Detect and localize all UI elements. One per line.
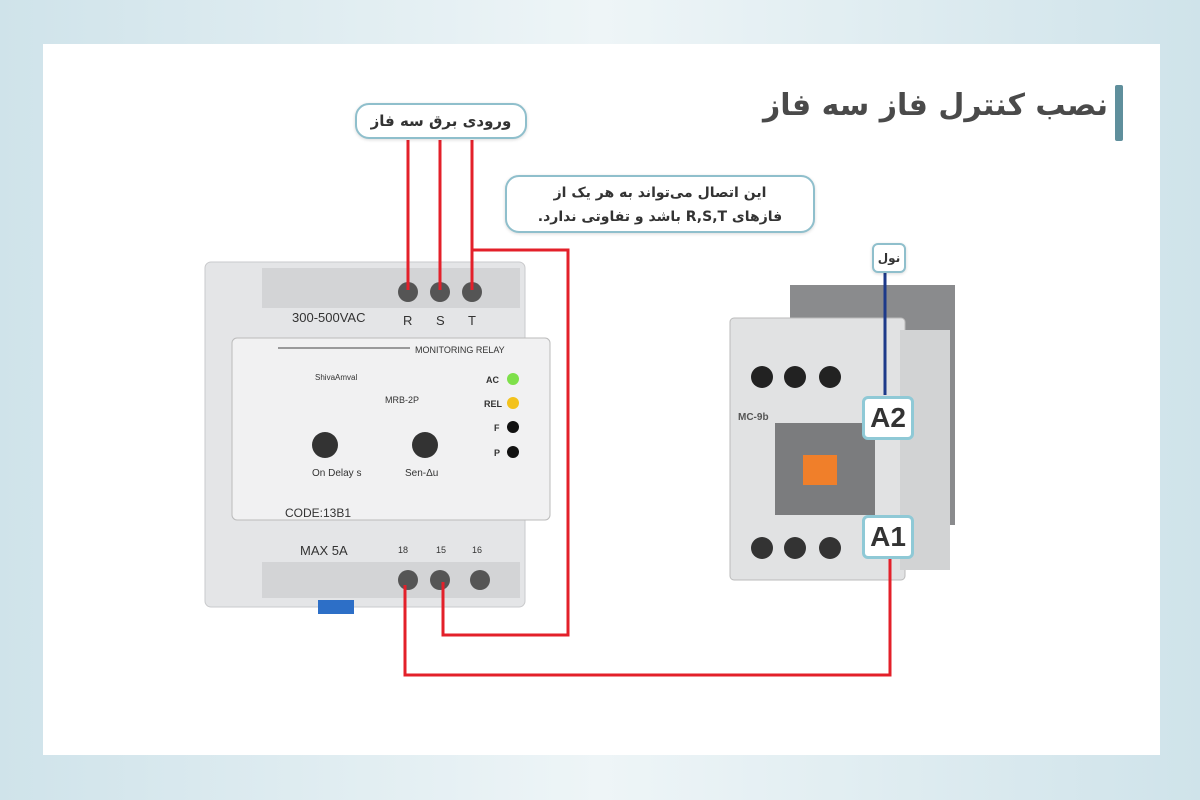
relay-model: MRB-2P (385, 395, 419, 405)
note-line-2: فازهای R,S,T باشد و تفاوتی ندارد. (537, 209, 783, 225)
coil-a1-label: A1 (862, 515, 914, 559)
terminal-15: 15 (436, 545, 446, 555)
neutral-label: نول (872, 243, 906, 273)
terminal-16: 16 (472, 545, 482, 555)
knob-delay-label: On Delay s (312, 468, 361, 479)
page-title: نصب کنترل فاز سه فاز (762, 88, 1108, 123)
wires (403, 140, 892, 677)
note-line-1: این اتصال می‌تواند به هر یک از (553, 185, 767, 201)
input-label: ورودی برق سه فاز (355, 103, 527, 139)
relay-code: CODE:13B1 (285, 506, 351, 520)
title-accent-bar (1115, 85, 1123, 141)
relay-voltage: 300-500VAC (292, 310, 365, 325)
relay-brand: ShivaAmval (315, 373, 357, 382)
wire-phase-to-15 (441, 248, 570, 637)
note-box: این اتصال می‌تواند به هر یک از فازهای R,… (505, 175, 815, 233)
terminal-s: S (436, 313, 445, 328)
wire-18-to-a1 (403, 555, 892, 677)
monitoring-relay: 300-500VAC R S T MONITORING RELAY ShivaA… (204, 261, 551, 614)
knob-sensitivity-label: Sen-Δu (405, 468, 438, 479)
relay-max-current: MAX 5A (300, 543, 348, 558)
terminal-r: R (403, 313, 412, 328)
led-rel-label: REL (484, 399, 503, 409)
relay-header: MONITORING RELAY (415, 345, 505, 355)
led-f-label: F (494, 423, 500, 433)
contactor-model: MC-9b (738, 412, 769, 423)
led-p-label: P (494, 448, 500, 458)
led-ac-label: AC (486, 375, 499, 385)
contactor: MC-9b (729, 285, 955, 581)
terminal-t: T (468, 313, 476, 328)
terminal-18: 18 (398, 545, 408, 555)
coil-a2-label: A2 (862, 396, 914, 440)
